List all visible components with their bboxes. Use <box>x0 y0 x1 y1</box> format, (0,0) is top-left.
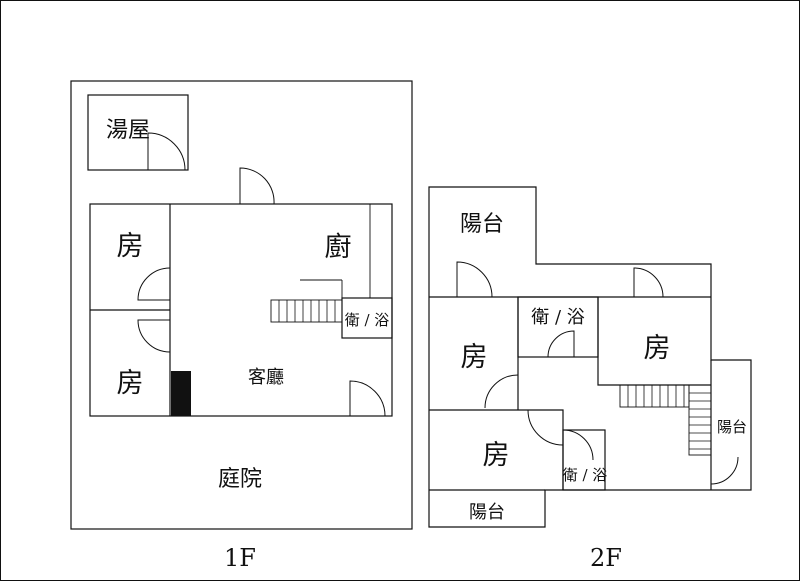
floor-2-plan: 陽台 衛 / 浴 房 房 陽台 房 衛 / 浴 陽台 2F <box>428 186 752 572</box>
bedroom-left-door <box>484 374 519 409</box>
bath-top-label: 衛 / 浴 <box>531 307 585 328</box>
balcony-bottom-label: 陽台 <box>469 502 505 523</box>
bath-bottom-room <box>562 429 606 491</box>
kitchen-label: 廚 <box>325 232 352 263</box>
floor-1-bath-room <box>341 297 393 339</box>
bath-bottom-label: 衛 / 浴 <box>563 466 608 484</box>
entrance-door <box>239 167 275 205</box>
bath-top-door <box>547 330 575 358</box>
bathhouse-label: 湯屋 <box>106 118 150 143</box>
floor-2-label: 2F <box>590 544 622 572</box>
bedroom-top-label: 房 <box>117 231 144 262</box>
bathhouse-door <box>147 132 186 171</box>
floor-1-plan: 湯屋 房 房 廚 客廳 衛 / 浴 庭院 1F <box>70 80 413 572</box>
bedroom-bottom-label: 房 <box>117 368 144 399</box>
pillar-block <box>171 371 191 416</box>
balcony-top-label: 陽台 <box>460 212 504 237</box>
floor-1-label: 1F <box>224 544 256 572</box>
bedroom-left-label: 房 <box>461 342 488 373</box>
bedroom-top-door <box>137 267 171 301</box>
balcony-top-door <box>456 261 493 298</box>
bedroom-bottom-door <box>137 319 171 353</box>
balcony-right-door <box>710 455 739 485</box>
bathhouse-room <box>87 94 189 171</box>
floor-2-outline <box>428 186 752 528</box>
bedroom-right-label: 房 <box>644 333 671 364</box>
bedroom-bottom-label: 房 <box>483 440 510 471</box>
floor-1-lot-boundary <box>70 80 413 530</box>
living-room-label: 客廳 <box>248 367 284 388</box>
bath-bottom-door <box>562 429 594 461</box>
courtyard-label: 庭院 <box>218 467 262 492</box>
upper-room-door <box>633 267 664 298</box>
floor-1-bath-label: 衛 / 浴 <box>345 311 390 329</box>
living-room-door <box>349 380 386 417</box>
bedroom-bottom-door <box>527 409 564 446</box>
floor-2-stairs <box>619 384 712 456</box>
balcony-right-label: 陽台 <box>717 418 747 436</box>
